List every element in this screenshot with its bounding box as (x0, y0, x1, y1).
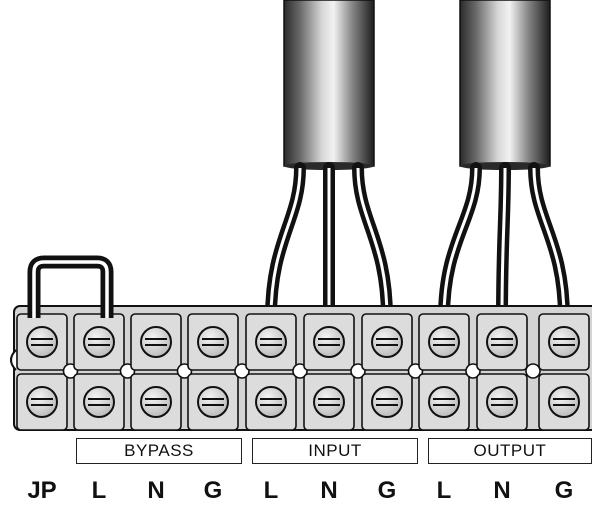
terminal-label: N (493, 477, 511, 504)
screw-head (313, 326, 345, 358)
screw-icon (197, 326, 229, 358)
wire-highlight (356, 167, 389, 319)
screw-head (548, 386, 580, 418)
screw-icon (548, 326, 580, 358)
wire-outer (528, 162, 570, 324)
screw-head (371, 386, 403, 418)
screw-icon (255, 326, 287, 358)
terminal-label: G (203, 477, 223, 504)
screw-icon (26, 326, 58, 358)
screw-icon (140, 386, 172, 418)
cable-sheath (459, 0, 551, 167)
screw-head (486, 386, 518, 418)
screw-head (26, 326, 58, 358)
screw-head (197, 326, 229, 358)
terminal-strip (10, 305, 592, 431)
screw-icon (83, 386, 115, 418)
group-label-bypass: BYPASS (76, 438, 242, 464)
group-label-input: INPUT (252, 438, 418, 464)
screw-head (313, 386, 345, 418)
terminal-label: JP (27, 477, 57, 504)
terminal-label: N (147, 477, 165, 504)
screw-head (140, 386, 172, 418)
screw-head (486, 326, 518, 358)
wires (265, 162, 570, 324)
screw-icon (255, 386, 287, 418)
screw-head (255, 386, 287, 418)
jumper-wire-highlight (32, 260, 109, 318)
terminal-label: L (436, 477, 452, 504)
screw-head (83, 326, 115, 358)
screw-icon (313, 326, 345, 358)
terminal-label: L (91, 477, 107, 504)
terminal-label: G (377, 477, 397, 504)
terminal-label: G (554, 477, 574, 504)
screw-icon (428, 326, 460, 358)
group-label-output: OUTPUT (428, 438, 592, 464)
cable-sheath (283, 0, 375, 167)
screw-head (428, 326, 460, 358)
wire-outer (352, 162, 393, 324)
cable-icon (459, 0, 551, 170)
screw-head (371, 326, 403, 358)
wire-outer (438, 162, 482, 324)
screw-icon (428, 386, 460, 418)
wire-highlight (442, 167, 478, 319)
screw-icon (313, 386, 345, 418)
cables (283, 0, 551, 170)
screw-head (26, 386, 58, 418)
screw-head (255, 326, 287, 358)
terminal-label: L (263, 477, 279, 504)
screw-icon (371, 386, 403, 418)
strip-notch-left (10, 349, 17, 371)
wire-highlight (500, 167, 507, 319)
screw-icon (140, 326, 172, 358)
screw-icon (486, 326, 518, 358)
screw-icon (486, 386, 518, 418)
screw-head (428, 386, 460, 418)
cable-icon (283, 0, 375, 170)
wire-highlight (269, 167, 302, 319)
terminal-label: N (320, 477, 338, 504)
screw-icon (197, 386, 229, 418)
screw-head (197, 386, 229, 418)
screw-icon (548, 386, 580, 418)
screw-icon (26, 386, 58, 418)
screw-head (548, 326, 580, 358)
wire-highlight (532, 167, 566, 319)
screw-head (140, 326, 172, 358)
screw-icon (83, 326, 115, 358)
strip-hole (525, 363, 541, 379)
wire-outer (265, 162, 306, 324)
screw-head (83, 386, 115, 418)
screw-icon (371, 326, 403, 358)
jumper-wire-icon (27, 255, 114, 318)
